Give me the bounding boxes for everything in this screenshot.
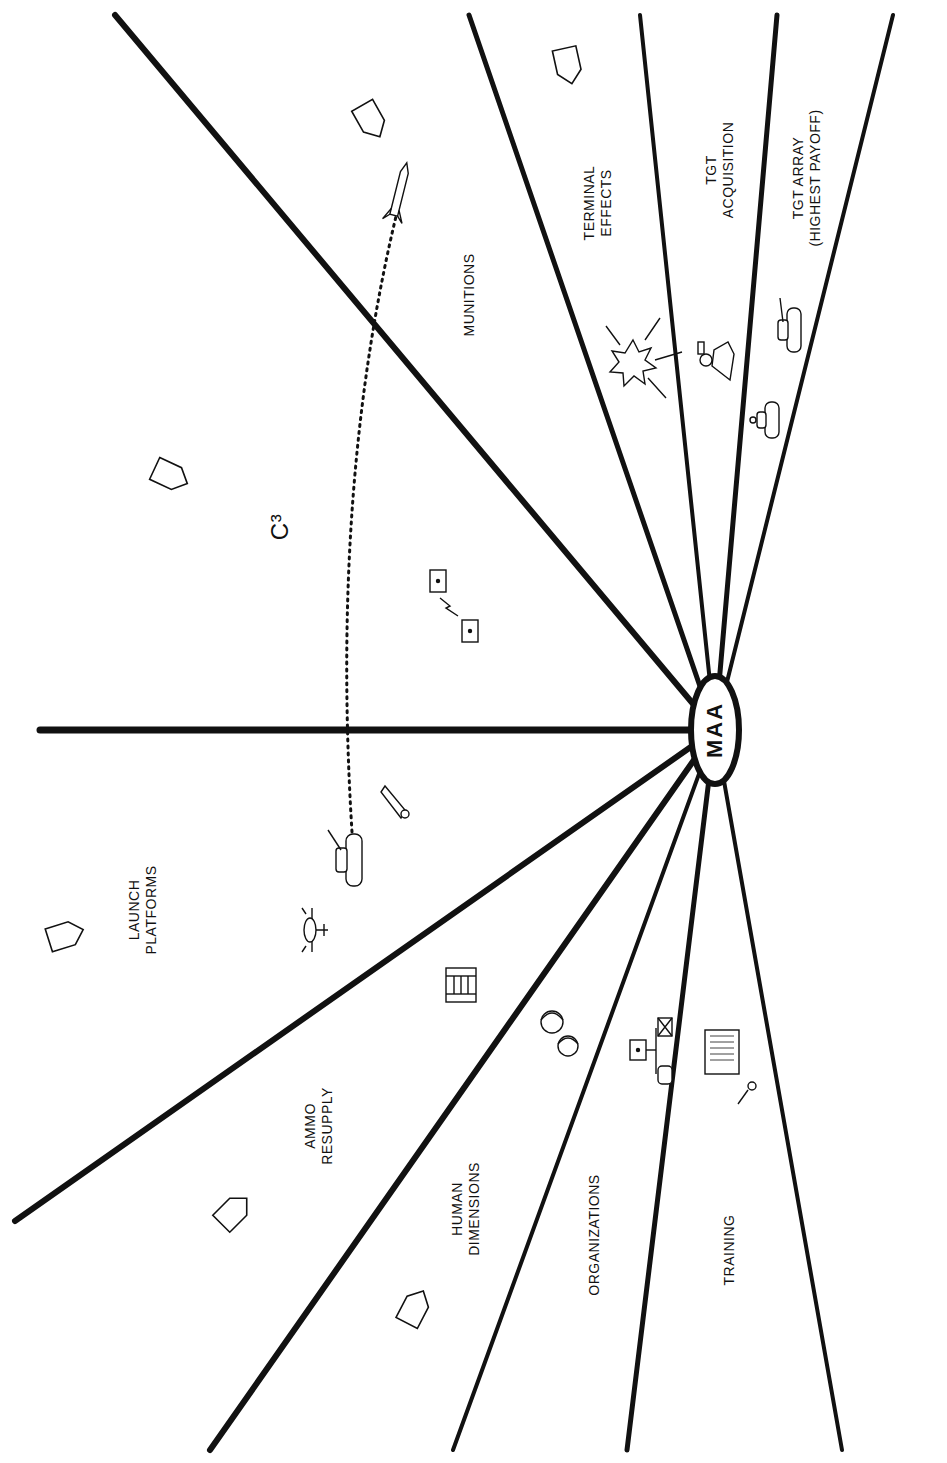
- sector-label: TRAINING: [721, 1215, 738, 1286]
- training-icon: [705, 1030, 756, 1104]
- sector-label: MUNITIONS: [461, 253, 478, 336]
- soldiers-icon: [541, 1011, 578, 1056]
- explosion-icon: [606, 318, 682, 398]
- sector-label: LAUNCH PLATFORMS: [126, 855, 160, 965]
- trajectory: [347, 200, 400, 832]
- ammo-crate-icon: [446, 968, 476, 1002]
- fan-rays: [15, 15, 893, 1450]
- launch-platforms-icon: [302, 786, 409, 952]
- sector-label: C³: [266, 514, 294, 540]
- sector-label: TERMINAL EFFECTS: [581, 156, 615, 251]
- sector-label: TGT ACQUISITION: [703, 111, 737, 229]
- sector-label: TGT ARRAY (HIGHEST PAYOFF): [790, 103, 824, 253]
- target-tanks-icon: [750, 298, 801, 438]
- sector-label: AMMO RESUPPLY: [302, 1081, 336, 1171]
- missile: [383, 160, 417, 223]
- sector-label: ORGANIZATIONS: [586, 1174, 603, 1295]
- c3-icon: [430, 570, 478, 642]
- node-title: MAA: [702, 702, 728, 758]
- org-chart-icon: [630, 1018, 672, 1084]
- oval-node: MAA: [687, 672, 743, 788]
- input-arrows: [45, 46, 583, 1329]
- sector-label: HUMAN DIMENSIONS: [449, 1154, 483, 1264]
- observer-icon: [698, 342, 734, 380]
